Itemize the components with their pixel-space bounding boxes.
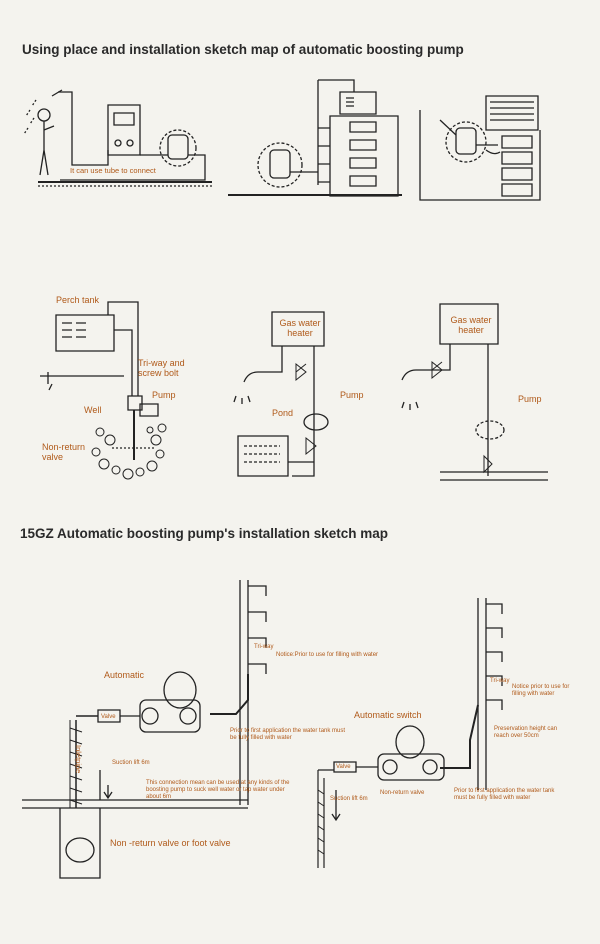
person-body-icon [40,121,54,175]
well-label: Well [84,405,102,415]
notice-label-left: Notice:Prior to use for filling with wat… [276,652,379,658]
roof-tank [340,92,376,114]
tri-way-label-left: Tri-way [254,644,274,650]
automatic-switch-icon [164,672,196,708]
pump-highlight-circle [258,143,302,187]
wall-tank [486,96,538,130]
valve-label-right: Valve [336,764,351,770]
pump-highlight-circle [160,130,196,166]
foot-valve-icon [66,838,94,862]
suction-lift-label-right: Suction lift 6m [330,796,368,802]
automatic-label: Automatic [104,670,145,680]
non-return-valve-label: Non-return valve [42,442,86,463]
perch-tank [56,315,114,351]
preservation-height-label: Preservation height can reach over 50cm [494,726,558,739]
non-return-valve-label-right: Non-return valve [380,790,425,796]
bottom-section-title: 15GZ Automatic boosting pump's installat… [20,526,389,541]
foot-valve-label: Non -return valve or foot valve [110,838,231,848]
inletpipe-label: Inletpipe [74,745,83,774]
pond-label: Pond [272,408,294,418]
sketch-shower-heater [24,90,212,186]
automatic-switch-label: Automatic switch [354,710,422,720]
diagram-right-system [318,598,502,868]
pump-highlight-circle [446,122,486,162]
first-application-label-left: Prior to first application the water tan… [230,728,346,741]
diagram-left-system [22,580,266,878]
connection-mean-label: This connection mean can be used at any … [146,780,290,800]
building [330,116,398,196]
suction-lift-label-left: Suction lift 6m [112,760,150,766]
person-head-icon [38,109,50,121]
sketch-house-pump [420,96,540,200]
valve-label-left: Valve [101,714,116,720]
first-application-label-right: Prior to first application the water tan… [454,788,555,801]
gas-heater-label-c: Gas water heater [450,315,492,336]
pump-icon [304,414,328,430]
tri-way-label-right: Tri-way [490,678,510,684]
automatic-switch-icon [396,726,424,758]
gas-heater-box [272,312,324,346]
tri-way-screw-label: Tri-way and screw bolt [138,358,185,379]
water-heater-box [108,105,140,155]
sketch-perch-tank-well [40,302,166,479]
top-section-title: Using place and installation sketch map … [22,42,464,57]
pond [238,436,288,476]
sketch-gas-heater-mains [402,304,548,480]
pump-icon [476,421,504,439]
pump-label-b: Pump [340,390,364,400]
sketch-building-tank [228,80,402,196]
notice-label-right: Notice prior to use for filling with wat… [512,684,570,697]
valve-icon [334,762,356,772]
tube-connect-note: It can use tube to connect [70,166,156,175]
pump-label-a: Pump [152,390,176,400]
sketch-gas-heater-pond [234,312,328,476]
perch-tank-label: Perch tank [56,295,100,305]
gas-heater-box [440,304,498,344]
gas-heater-label-b: Gas water heater [279,318,321,339]
pump-label-c: Pump [518,394,542,404]
